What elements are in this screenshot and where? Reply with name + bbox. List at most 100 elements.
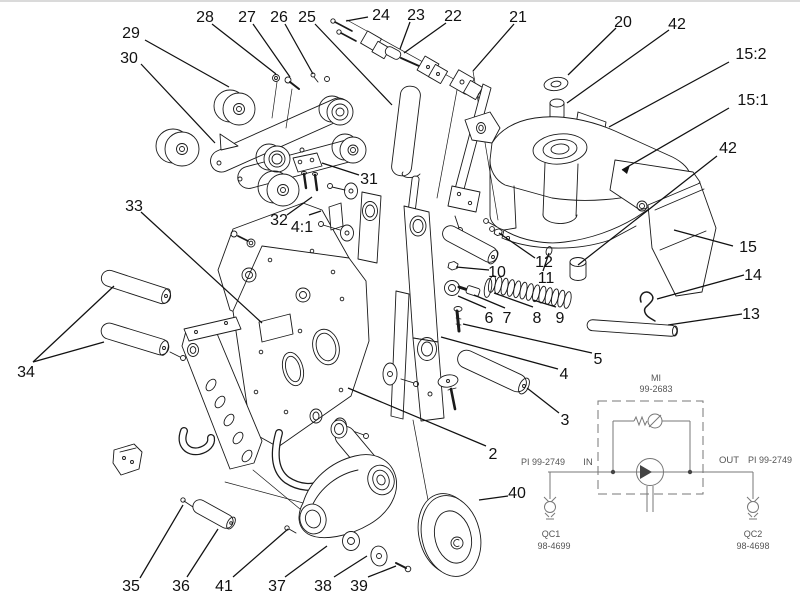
callout-label-10: 10 [488,264,506,281]
callout-leader-12 [498,232,536,259]
callout-leader-24 [345,16,369,22]
frame-plates [178,182,419,491]
relief-valve-symbol [612,413,691,472]
caster-fork-casting [464,76,717,337]
callout-label-8: 8 [533,310,542,327]
callout-label-11: 11 [538,270,555,287]
pivot-pin [442,225,498,263]
pin-13 [586,319,678,337]
decal-4-1 [328,202,344,231]
callout-label-29: 29 [122,25,140,42]
callout-leader-26 [284,23,314,75]
callout-leader-15 [673,229,734,247]
callout-leader-15:2 [608,61,730,128]
standpipe-tube [391,85,421,225]
roller-carrier-assembly [155,72,367,207]
callout-leader-36 [186,528,219,578]
callout-leader-34 [32,341,105,363]
qc2-label: QC2 [744,529,763,539]
callout-leader-27 [252,23,291,78]
anchor-plate [447,185,481,213]
callout-label-24: 24 [372,7,390,24]
support-pins [100,269,236,530]
plate-decal-slot [258,313,294,343]
callout-leader-4 [440,336,559,370]
arrowhead-15-1 [622,165,630,174]
callout-leader-10 [455,266,490,271]
nut-10 [447,261,459,271]
callout-leader-30 [140,63,216,144]
callout-leader-21 [472,23,515,72]
callout-leader-3 [526,387,560,414]
callout-leader-25 [314,23,393,106]
roller [331,133,367,164]
callout-label-4: 4 [560,366,569,383]
callout-leader-42 [577,155,718,266]
spring-9 [487,275,572,309]
pin-34-upper [100,269,172,305]
mount-plate [292,152,323,173]
callout-label-26: 26 [270,9,288,26]
callout-leader-42 [566,29,670,104]
quick-coupler-qc1-symbol [543,496,557,520]
callout-leader-31 [321,162,360,176]
adapter-7 [465,285,481,297]
front-plate [232,245,370,448]
callout-leader-11 [542,252,550,272]
callout-label-38: 38 [314,578,332,595]
callout-leader-40 [478,495,509,501]
callout-leader-34 [32,285,115,363]
pin-36 [192,499,236,530]
callout-label-14: 14 [744,267,762,284]
schematic-module-part: 99-2683 [639,384,672,394]
pivot-bracket [357,191,499,422]
callout-label-34: 34 [17,364,35,381]
callout-label-13: 13 [742,306,760,323]
callout-label-21: 21 [509,9,527,26]
callout-leader-7 [473,294,506,309]
callout-leader-41 [232,528,289,578]
callout-label-37: 37 [268,578,286,595]
quick-coupler-qc2-symbol [746,496,760,520]
callout-label-15:1: 15:1 [737,92,768,109]
roller-bushing [255,143,291,173]
callout-leader-22 [403,22,447,54]
qc1-label: QC1 [542,529,561,539]
callout-label-23: 23 [407,7,425,24]
callout-label-40: 40 [508,485,526,502]
spacer-38 [370,545,388,567]
callout-leader-37 [284,545,328,578]
callout-label-2: 2 [489,446,498,463]
callout-label-33: 33 [125,198,143,215]
bolt-5 [453,306,463,333]
callout-leader-4:1 [308,210,322,216]
caster-wheel [417,493,482,577]
right-port-part: PI 99-2749 [748,455,792,465]
foot-bracket [112,443,143,476]
callout-leader-5 [462,323,593,354]
callout-leader-38 [333,555,368,578]
qc1-part: 98-4699 [537,541,570,551]
lower-link-assembly [284,419,412,573]
spring-seat-8 [483,278,493,298]
callout-label-28: 28 [196,9,214,26]
callout-label-20: 20 [614,14,632,31]
ball-joint-6 [444,280,460,296]
callout-leader-13 [667,313,743,326]
schematic-module-label: MI [651,373,661,383]
roller [213,89,256,126]
callout-label-39: 39 [350,578,368,595]
callout-label-15: 15 [739,239,757,256]
callout-leader-14 [656,274,745,300]
callout-leader-32 [286,196,313,216]
callout-leader-33 [140,211,263,324]
pin-3 [457,349,530,395]
callout-leader-39 [367,565,397,578]
screw-35 [180,497,186,503]
bolt-39 [395,562,407,569]
callout-label-9: 9 [556,310,565,327]
callout-label-12: 12 [535,254,553,271]
callout-leader-6 [457,295,487,309]
callout-label-5: 5 [594,351,603,368]
callout-label-15:2: 15:2 [735,46,766,63]
